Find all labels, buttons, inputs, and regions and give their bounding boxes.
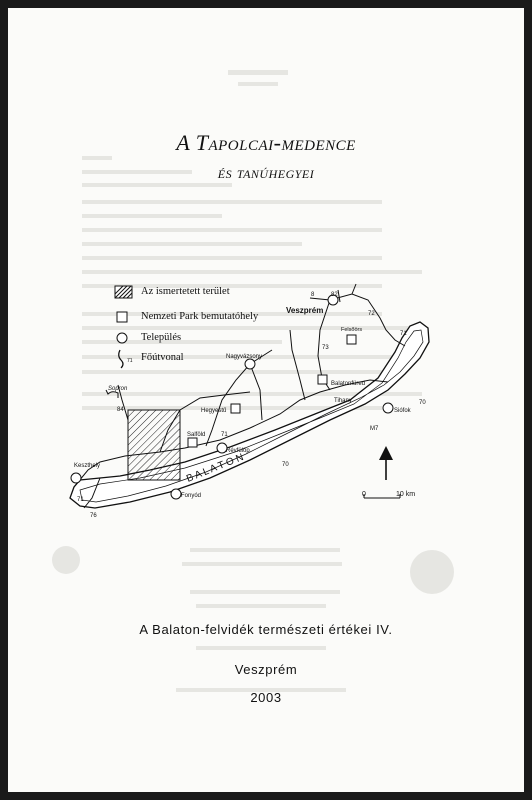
- label-hegyesd: Hegyestű: [201, 408, 227, 414]
- label-revfulop: Révfülöp: [226, 448, 250, 454]
- publication-year: 2003: [250, 690, 282, 705]
- balatonfured-site: [317, 374, 328, 385]
- road-72: 72: [368, 311, 375, 317]
- hatched-area-icon: [114, 285, 133, 299]
- legend-area-label: Az ismertetett terület: [141, 286, 230, 297]
- road-70-south: 70: [282, 462, 289, 468]
- road-8: 8: [311, 292, 315, 298]
- legend-road-code: 71: [127, 358, 133, 364]
- scale-start: 0: [362, 491, 366, 498]
- square-icon: [116, 311, 128, 323]
- felsoors-site: [346, 334, 357, 345]
- label-sopron: Sopron: [108, 386, 128, 392]
- salfold-site: [187, 437, 198, 448]
- legend-settlement-label: Település: [141, 332, 182, 343]
- road-m7: M7: [370, 426, 379, 432]
- revfulop-marker: [216, 442, 228, 454]
- label-siofok: Siófok: [394, 408, 412, 414]
- label-nagyvazsony: Nagyvázsony: [226, 354, 262, 360]
- book-title-line2: és tanúhegyei: [217, 163, 315, 182]
- keszthely-marker: [70, 472, 82, 484]
- book-page: [8, 8, 524, 792]
- tapolca-basin-area: [127, 409, 181, 481]
- publication-city: Veszprém: [234, 662, 298, 677]
- label-fonyod: Fonyód: [181, 493, 201, 499]
- hegyesd-site: [230, 403, 241, 414]
- label-salfold: Salföld: [187, 432, 205, 438]
- label-tihany: Tihany: [334, 398, 352, 404]
- label-veszprem: Veszprém: [286, 306, 323, 315]
- sopron-arrow-icon: [105, 389, 119, 398]
- lake-inner-shore: [79, 329, 424, 503]
- road-73: 73: [322, 345, 329, 351]
- road-76: 76: [90, 513, 97, 519]
- scale-end: 10 km: [396, 491, 415, 498]
- legend-road-label: Főútvonal: [141, 352, 184, 363]
- label-keszthely: Keszthely: [74, 463, 100, 469]
- lake-north-shore: [69, 321, 430, 509]
- scale-bar: [363, 494, 401, 499]
- road-70-east: 70: [419, 400, 426, 406]
- road-71-keszthely: 71: [77, 497, 84, 503]
- label-felsoors: Felsőörs: [341, 327, 362, 333]
- circle-icon: [116, 332, 128, 344]
- legend-park-label: Nemzeti Park bemutatóhely: [141, 311, 259, 322]
- road-82: 82: [331, 292, 338, 298]
- book-title-line1: A Tapolcai-medence: [176, 130, 356, 155]
- nagyvazsony-marker: [244, 358, 256, 370]
- north-arrow-icon: [379, 446, 393, 480]
- road-line-icon: 71: [118, 349, 133, 369]
- siofok-marker: [382, 402, 394, 414]
- fonyod-marker: [170, 488, 182, 500]
- veszprem-marker: [327, 294, 339, 306]
- series-title: A Balaton-felvidék természeti értékei IV…: [139, 622, 393, 637]
- road-84: 84: [117, 407, 124, 413]
- road-71-north: 71: [400, 331, 407, 337]
- label-balatonfured: Balatonfüred: [331, 381, 365, 387]
- road-71-west: 71: [221, 432, 228, 438]
